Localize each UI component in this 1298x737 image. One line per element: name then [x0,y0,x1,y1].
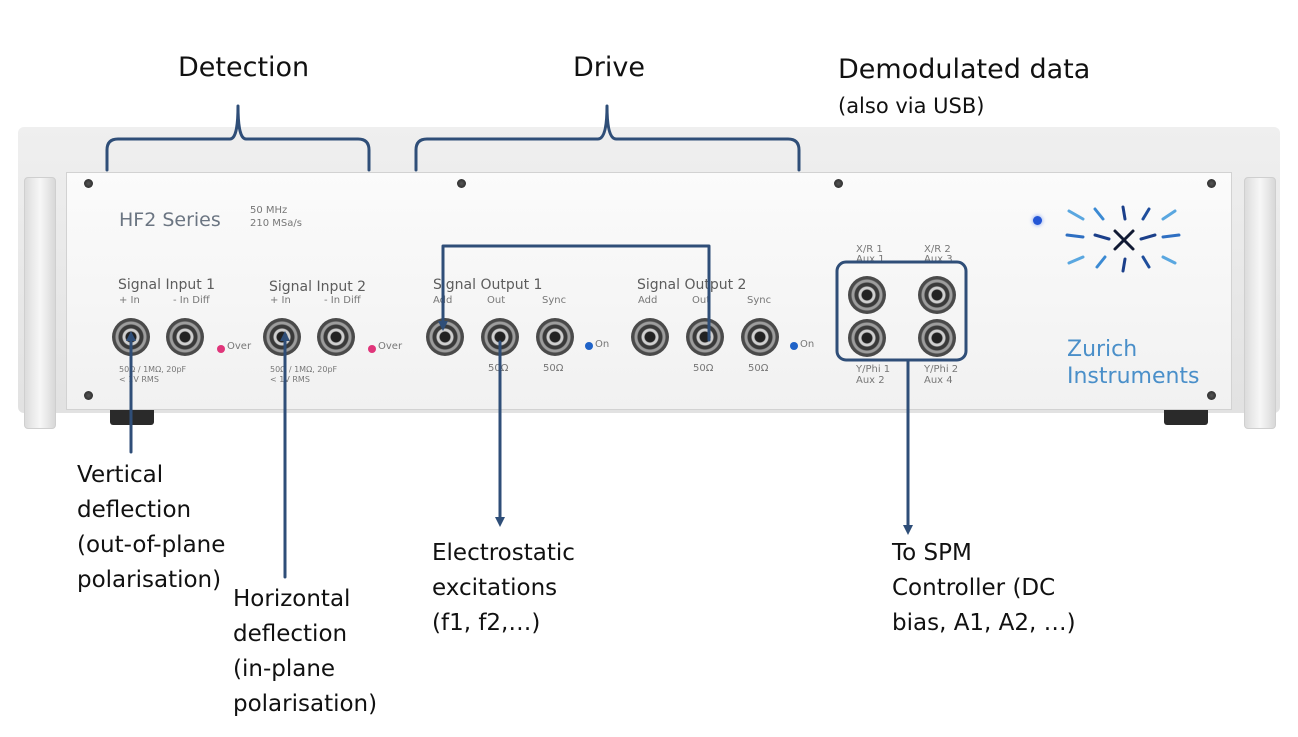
plus-in-label-1: + In [119,295,140,306]
sync-label-1: Sync [542,295,567,306]
over-label-2: Over [378,341,403,352]
out-impedance-1: 50Ω [488,363,509,374]
panel-screw [84,391,93,400]
yphi1-connector[interactable] [848,319,886,357]
sync-label-2: Sync [747,295,772,306]
signal-input-2-diff-connector[interactable] [317,318,355,356]
input-spec-1: 50Ω / 1MΩ, 20pF < 1V RMS [119,365,187,384]
xr2-label: X/R 2 [924,244,951,255]
on-led-2 [790,342,798,350]
signal-output-1-label: Signal Output 1 [433,277,543,293]
vertical-deflection-note: Vertical deflection (out-of-plane polari… [77,462,226,593]
series-title: HF2 Series [119,209,221,231]
over-led-1 [217,345,225,353]
panel-screw [84,179,93,188]
signal-output-2-label: Signal Output 2 [637,277,747,293]
minus-in-diff-label-2: - In Diff [324,295,361,306]
out-label-2: Out [692,295,711,306]
aux1-label: Aux 1 [856,254,885,265]
signal-input-1-label: Signal Input 1 [118,277,216,293]
spec-frequency: 50 MHz [250,205,288,216]
demodulated-outputs-box [835,260,968,362]
on-led-1 [585,342,593,350]
minus-in-diff-label-1: - In Diff [173,295,210,306]
front-panel: HF2 Series 50 MHz 210 MSa/s Signal Input… [66,172,1232,410]
drive-routing-arrow [438,244,711,342]
hf2-device: HF2 Series 50 MHz 210 MSa/s Signal Input… [18,127,1280,429]
out-impedance-2: 50Ω [693,363,714,374]
power-led [1033,216,1042,225]
horizontal-deflection-note: Horizontal deflection (in-plane polarisa… [233,586,378,717]
brand-name: Zurich Instruments [1067,337,1200,389]
spec-sample-rate: 210 MSa/s [250,218,302,229]
spm-controller-note: To SPM Controller (DC bias, A1, A2, …) [892,540,1076,636]
detection-brace [105,104,371,172]
out-label-1: Out [487,295,506,306]
signal-output-2-add-connector[interactable] [631,318,669,356]
panel-screw [1207,179,1216,188]
xr1-label: X/R 1 [856,244,883,255]
demodulated-data-header: Demodulated data [838,54,1091,85]
on-label-2: On [800,339,815,350]
signal-output-2-out-connector[interactable] [686,318,724,356]
detection-header: Detection [178,52,310,83]
xr2-connector[interactable] [918,276,956,314]
left-rack-handle [24,177,56,429]
device-foot-right [1164,407,1208,425]
plus-in-label-2: + In [270,295,291,306]
sync-impedance-2: 50Ω [748,363,769,374]
signal-input-1-diff-connector[interactable] [166,318,204,356]
panel-screw [457,179,466,188]
yphi2-label: Y/Phi 2 [924,364,959,375]
drive-brace [414,104,801,172]
electrostatic-excitations-note: Electrostatic excitations (f1, f2,…) [432,540,575,636]
sync-impedance-1: 50Ω [543,363,564,374]
add-label-2: Add [638,295,658,306]
zurich-instruments-logo-icon [1065,205,1181,273]
aux2-label: Aux 2 [856,375,885,386]
signal-input-2-label: Signal Input 2 [269,279,367,295]
right-rack-handle [1244,177,1276,429]
panel-screw [834,179,843,188]
panel-screw [1207,391,1216,400]
yphi2-connector[interactable] [918,319,956,357]
yphi1-label: Y/Phi 1 [856,364,891,375]
aux3-label: Aux 3 [924,254,953,265]
signal-output-2-sync-connector[interactable] [741,318,779,356]
xr1-connector[interactable] [848,276,886,314]
demodulated-data-subheader: (also via USB) [838,94,985,118]
signal-output-1-sync-connector[interactable] [536,318,574,356]
aux4-label: Aux 4 [924,375,953,386]
over-label-1: Over [227,341,252,352]
drive-header: Drive [573,52,645,83]
over-led-2 [368,345,376,353]
on-label-1: On [595,339,610,350]
